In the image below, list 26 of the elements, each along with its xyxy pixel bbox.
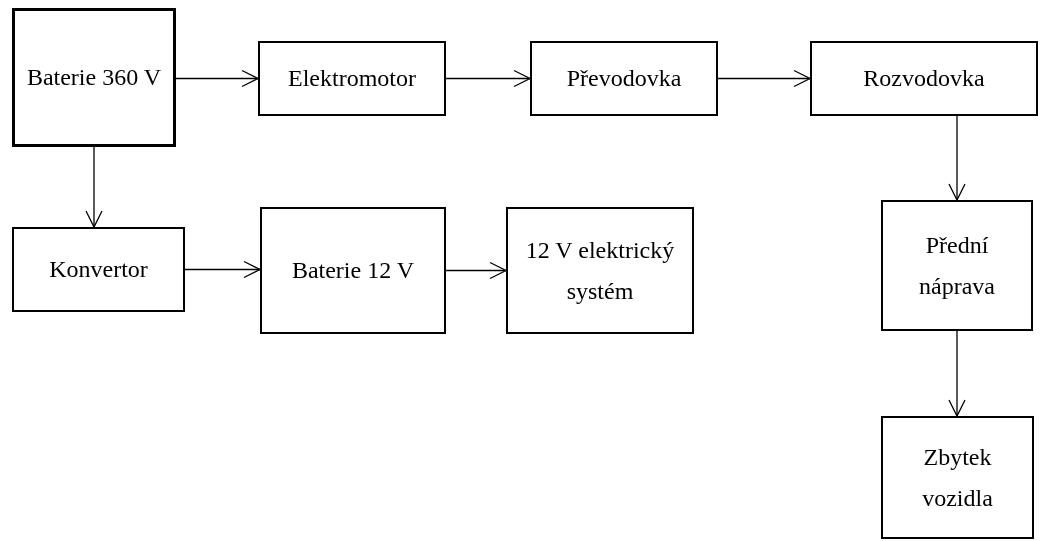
process-box (881, 416, 1034, 539)
arrow (85, 146, 103, 228)
arrow (717, 69, 811, 88)
box-label: Elektromotor (287, 64, 417, 94)
process-box (506, 207, 694, 334)
box-label: Konvertor (48, 255, 149, 285)
process-box (881, 200, 1033, 331)
process-box (530, 41, 718, 116)
arrow (948, 115, 966, 201)
box-label: Rozvodovka (862, 64, 986, 94)
box-label: Přední náprava (918, 230, 996, 301)
arrow (445, 261, 507, 280)
box-label: Převodovka (565, 64, 683, 94)
process-box (260, 207, 446, 334)
arrow (184, 260, 261, 279)
process-box (12, 227, 185, 312)
process-box (258, 41, 446, 116)
box-label: Zbytek vozidla (921, 442, 994, 513)
arrow (948, 330, 966, 417)
arrow (445, 69, 531, 88)
process-box (810, 41, 1038, 116)
box-label: Baterie 360 V (25, 63, 163, 93)
arrow (175, 69, 259, 88)
box-label: 12 V elektrický systém (524, 235, 676, 306)
box-label: Baterie 12 V (290, 256, 416, 286)
process-box (12, 8, 176, 147)
